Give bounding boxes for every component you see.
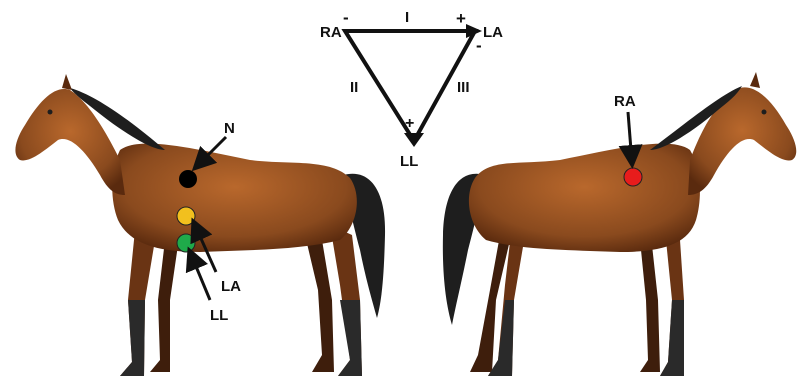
body xyxy=(469,144,700,252)
einthoven-triangle: RA LA LL I II III - + - + xyxy=(320,8,503,170)
left-arm-electrode xyxy=(177,207,195,225)
lead-ii-positive-sign: + xyxy=(405,115,414,132)
la-vertex-label: LA xyxy=(483,24,503,41)
left-leg-label: LL xyxy=(210,307,228,324)
left-leg-electrode xyxy=(177,234,195,252)
right-horse-illustration xyxy=(443,72,796,376)
left-leg-pointer-arrow xyxy=(190,252,210,300)
lead-iii-label: III xyxy=(457,79,470,96)
right-arm-electrode xyxy=(624,168,642,186)
lead-i-negative-sign: - xyxy=(343,8,349,27)
lead-i-label: I xyxy=(405,9,409,26)
lead-i-positive-sign: + xyxy=(456,9,466,28)
body xyxy=(112,144,357,252)
left-horse-illustration xyxy=(15,74,385,376)
ll-vertex-label: LL xyxy=(400,153,418,170)
lead-ii-label: II xyxy=(350,79,358,96)
lead-ii-arrow-icon xyxy=(404,133,424,147)
left-arm-label: LA xyxy=(221,278,241,295)
neck-and-head xyxy=(688,87,796,195)
neutral-electrode xyxy=(179,170,197,188)
neutral-label: N xyxy=(224,120,235,137)
neck-and-head xyxy=(15,89,125,195)
ra-vertex-label: RA xyxy=(320,24,342,41)
right-arm-label: RA xyxy=(614,93,636,110)
lead-iii-negative-sign: - xyxy=(476,36,482,55)
